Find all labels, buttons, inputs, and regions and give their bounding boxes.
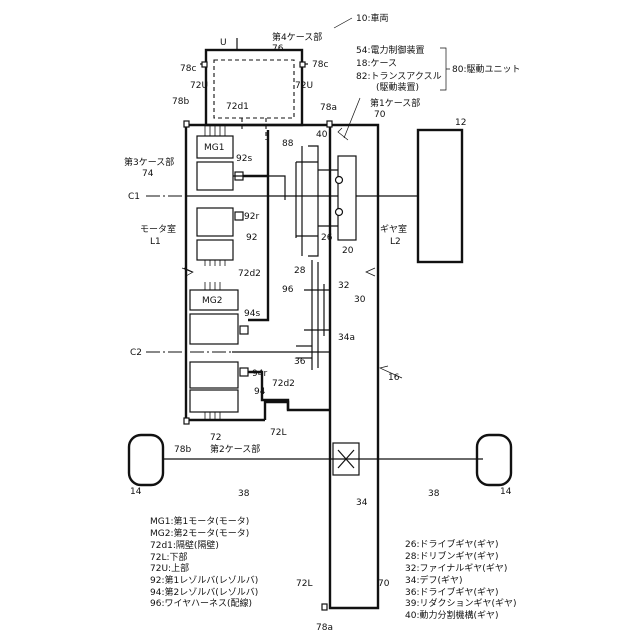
label-80: 80:駆動ユニット xyxy=(452,64,521,75)
fourth-case xyxy=(200,38,308,125)
label-l2: L2 xyxy=(390,237,401,247)
label-mg1: MG1 xyxy=(204,143,224,153)
label-36: 36 xyxy=(294,357,306,367)
engine-12 xyxy=(418,130,462,262)
mg2-rotor-bottom xyxy=(190,362,238,388)
legend-right-item: 32:ファイナルギヤ(ギヤ) xyxy=(405,563,507,574)
label-70-top: 70 xyxy=(374,110,386,120)
label-72d2-b: 72d2 xyxy=(272,379,295,389)
label-c2: C2 xyxy=(130,348,142,358)
label-78a-top: 78a xyxy=(320,103,337,113)
label-82-sub: (駆動装置) xyxy=(376,81,419,93)
label-78b-bottom: 78b xyxy=(174,445,191,455)
label-18: 18:ケース xyxy=(356,58,397,69)
label-70-bottom: 70 xyxy=(378,579,390,589)
label-72: 72 xyxy=(210,433,221,443)
label-40: 40 xyxy=(316,130,328,140)
resolver-92-rotor xyxy=(235,212,243,220)
label-94r: 94r xyxy=(252,369,267,379)
label-72l-bottom: 72L xyxy=(296,579,312,589)
mg1-rotor-bottom xyxy=(197,208,233,236)
label-u: U xyxy=(220,38,227,48)
label-34: 34 xyxy=(356,498,368,508)
label-94s: 94s xyxy=(244,309,260,319)
label-38-right: 38 xyxy=(428,489,440,499)
label-74: 74 xyxy=(142,169,154,179)
label-96: 96 xyxy=(282,285,294,295)
label-case3: 第3ケース部 xyxy=(124,156,174,168)
label-88: 88 xyxy=(282,139,294,149)
legend-left-item: 94:第2レゾルバ(レゾルバ) xyxy=(150,586,258,598)
label-l1: L1 xyxy=(150,237,161,247)
legend-right-item: 36:ドライブギヤ(ギヤ) xyxy=(405,586,499,598)
label-30: 30 xyxy=(354,295,366,305)
label-76: 76 xyxy=(272,44,284,54)
label-case4: 第4ケース部 xyxy=(272,31,322,43)
label-72u-left: 72U xyxy=(190,81,208,91)
label-26: 26 xyxy=(321,233,333,243)
mg1-rotor-top xyxy=(197,162,233,190)
legend-left-item: 72d1:隔壁(隔壁) xyxy=(150,539,219,551)
label-case2: 第2ケース部 xyxy=(210,443,260,455)
legend-right-item: 40:動力分割機構(ギヤ) xyxy=(405,609,499,621)
label-16: 16 xyxy=(388,373,400,383)
label-mg2: MG2 xyxy=(202,296,222,306)
label-case1: 第1ケース部 xyxy=(370,97,420,109)
resolver-94-stator xyxy=(240,326,248,334)
label-34a: 34a xyxy=(338,333,355,343)
label-78a-bottom: 78a xyxy=(316,623,333,633)
legend-left-item: MG1:第1モータ(モータ) xyxy=(150,515,249,527)
label-motor-room: モータ室 xyxy=(140,223,176,235)
label-92: 92 xyxy=(246,233,257,243)
legend-left-item: 72U:上部 xyxy=(150,562,189,574)
label-82: 82:トランスアクスル xyxy=(356,71,442,82)
legend-right-item: 39:リダクションギヤ(ギヤ) xyxy=(405,597,517,609)
legend-left: MG1:第1モータ(モータ) MG2:第2モータ(モータ) 72d1:隔壁(隔壁… xyxy=(150,515,258,609)
label-72u-right: 72U xyxy=(295,81,313,91)
power-split-mechanism xyxy=(338,156,356,240)
label-20: 20 xyxy=(342,246,354,256)
label-c1: C1 xyxy=(128,192,140,202)
legend-right-item: 28:ドリブンギヤ(ギヤ) xyxy=(405,550,499,562)
legend-right: 26:ドライブギヤ(ギヤ) 28:ドリブンギヤ(ギヤ) 32:ファイナルギヤ(ギ… xyxy=(405,538,517,621)
label-94: 94 xyxy=(254,387,266,397)
label-72d1: 72d1 xyxy=(226,102,249,112)
legend-left-item: MG2:第2モータ(モータ) xyxy=(150,527,249,539)
label-78c-right: 78c xyxy=(312,60,328,70)
legend-left-item: 92:第1レゾルバ(レゾルバ) xyxy=(150,574,258,586)
label-92s: 92s xyxy=(236,154,252,164)
mg2-rotor-top xyxy=(190,314,238,344)
legend-left-item: 72L:下部 xyxy=(150,551,188,563)
label-78c-left: 78c xyxy=(180,64,196,74)
label-gear-room: ギヤ室 xyxy=(380,223,407,235)
label-78b-top: 78b xyxy=(172,97,189,107)
label-14-left: 14 xyxy=(130,487,142,497)
legend-right-item: 26:ドライブギヤ(ギヤ) xyxy=(405,538,499,550)
label-72d2-a: 72d2 xyxy=(238,269,261,279)
label-vehicle: 10:車両 xyxy=(356,12,389,24)
wheel-left xyxy=(129,435,163,485)
wheel-right xyxy=(477,435,511,485)
label-54: 54:電力制御装置 xyxy=(356,44,425,56)
legend-right-item: 34:デフ(ギヤ) xyxy=(405,574,463,586)
mg2-stator-bottom xyxy=(190,390,238,412)
label-12: 12 xyxy=(455,118,466,128)
label-72l-right: 72L xyxy=(270,428,286,438)
legend-left-item: 96:ワイヤハーネス(配線) xyxy=(150,597,252,609)
label-92r: 92r xyxy=(244,212,259,222)
mg1-stator-bottom xyxy=(197,240,233,260)
label-28: 28 xyxy=(294,266,306,276)
label-38-left: 38 xyxy=(238,489,250,499)
label-32: 32 xyxy=(338,281,349,291)
label-14-right: 14 xyxy=(500,487,512,497)
resolver-94-rotor xyxy=(240,368,248,376)
